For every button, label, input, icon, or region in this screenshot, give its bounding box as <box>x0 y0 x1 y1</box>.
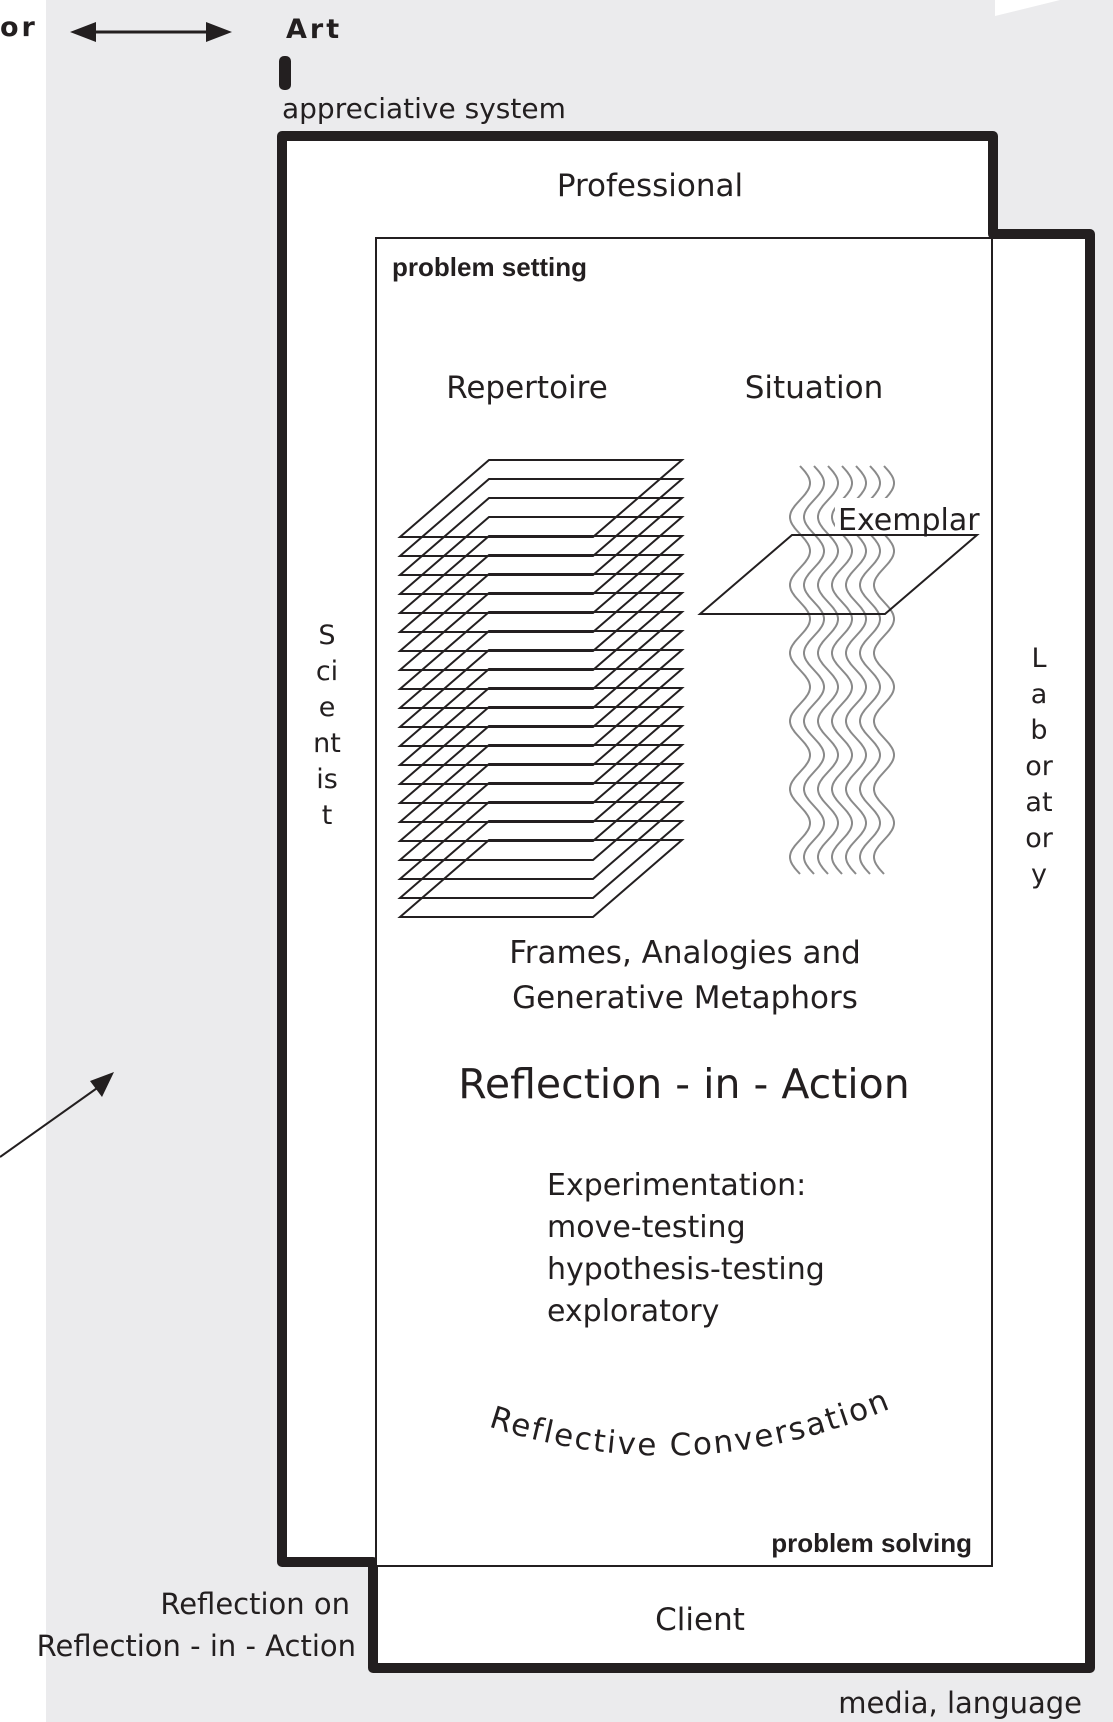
frames-line-1: Frames, Analogies and <box>509 935 861 971</box>
exemplar-label: Exemplar <box>838 503 980 538</box>
experimentation-item: hypothesis-testing <box>547 1252 825 1287</box>
repertoire-plane <box>397 801 685 880</box>
reflection-in-action-title: Reflection - in - Action <box>458 1060 910 1108</box>
repertoire-plane <box>397 820 685 899</box>
repertoire-plane <box>397 782 685 861</box>
art-label: Art <box>286 14 342 45</box>
inner-frame <box>375 237 993 1567</box>
frames-line-2: Generative Metaphors <box>512 980 858 1016</box>
client-label: Client <box>655 1602 745 1638</box>
laboratory-vertical-label: Laboratory <box>1025 643 1053 890</box>
corner-fold <box>995 0 1060 16</box>
situation-label: Situation <box>745 370 883 406</box>
pointer-marker <box>279 56 291 90</box>
problem-setting-label: problem setting <box>392 252 587 282</box>
exemplar-plane <box>697 534 980 615</box>
scientist-vertical-label: Scientist <box>313 620 341 831</box>
repertoire-plane <box>397 839 685 918</box>
repertoire-stack-icon <box>397 459 685 918</box>
media-language-label: media, language <box>838 1686 1082 1720</box>
exemplar-label-backdrop <box>835 498 975 534</box>
experimentation-heading: Experimentation: <box>547 1168 806 1203</box>
experimentation-item: exploratory <box>547 1294 719 1329</box>
professional-label: Professional <box>557 168 743 204</box>
reflection-on-line-2: Reflection - in - Action <box>37 1629 356 1663</box>
experimentation-item: move-testing <box>547 1210 746 1245</box>
top-left-fragment: or <box>0 12 38 43</box>
appreciative-system-label: appreciative system <box>282 92 566 125</box>
reflection-on-line-1: Reflection on <box>160 1587 350 1621</box>
diagonal-arrow-icon <box>0 1072 114 1158</box>
repertoire-label: Repertoire <box>446 370 608 406</box>
problem-solving-label: problem solving <box>771 1528 972 1558</box>
double-arrow-icon <box>70 22 232 42</box>
